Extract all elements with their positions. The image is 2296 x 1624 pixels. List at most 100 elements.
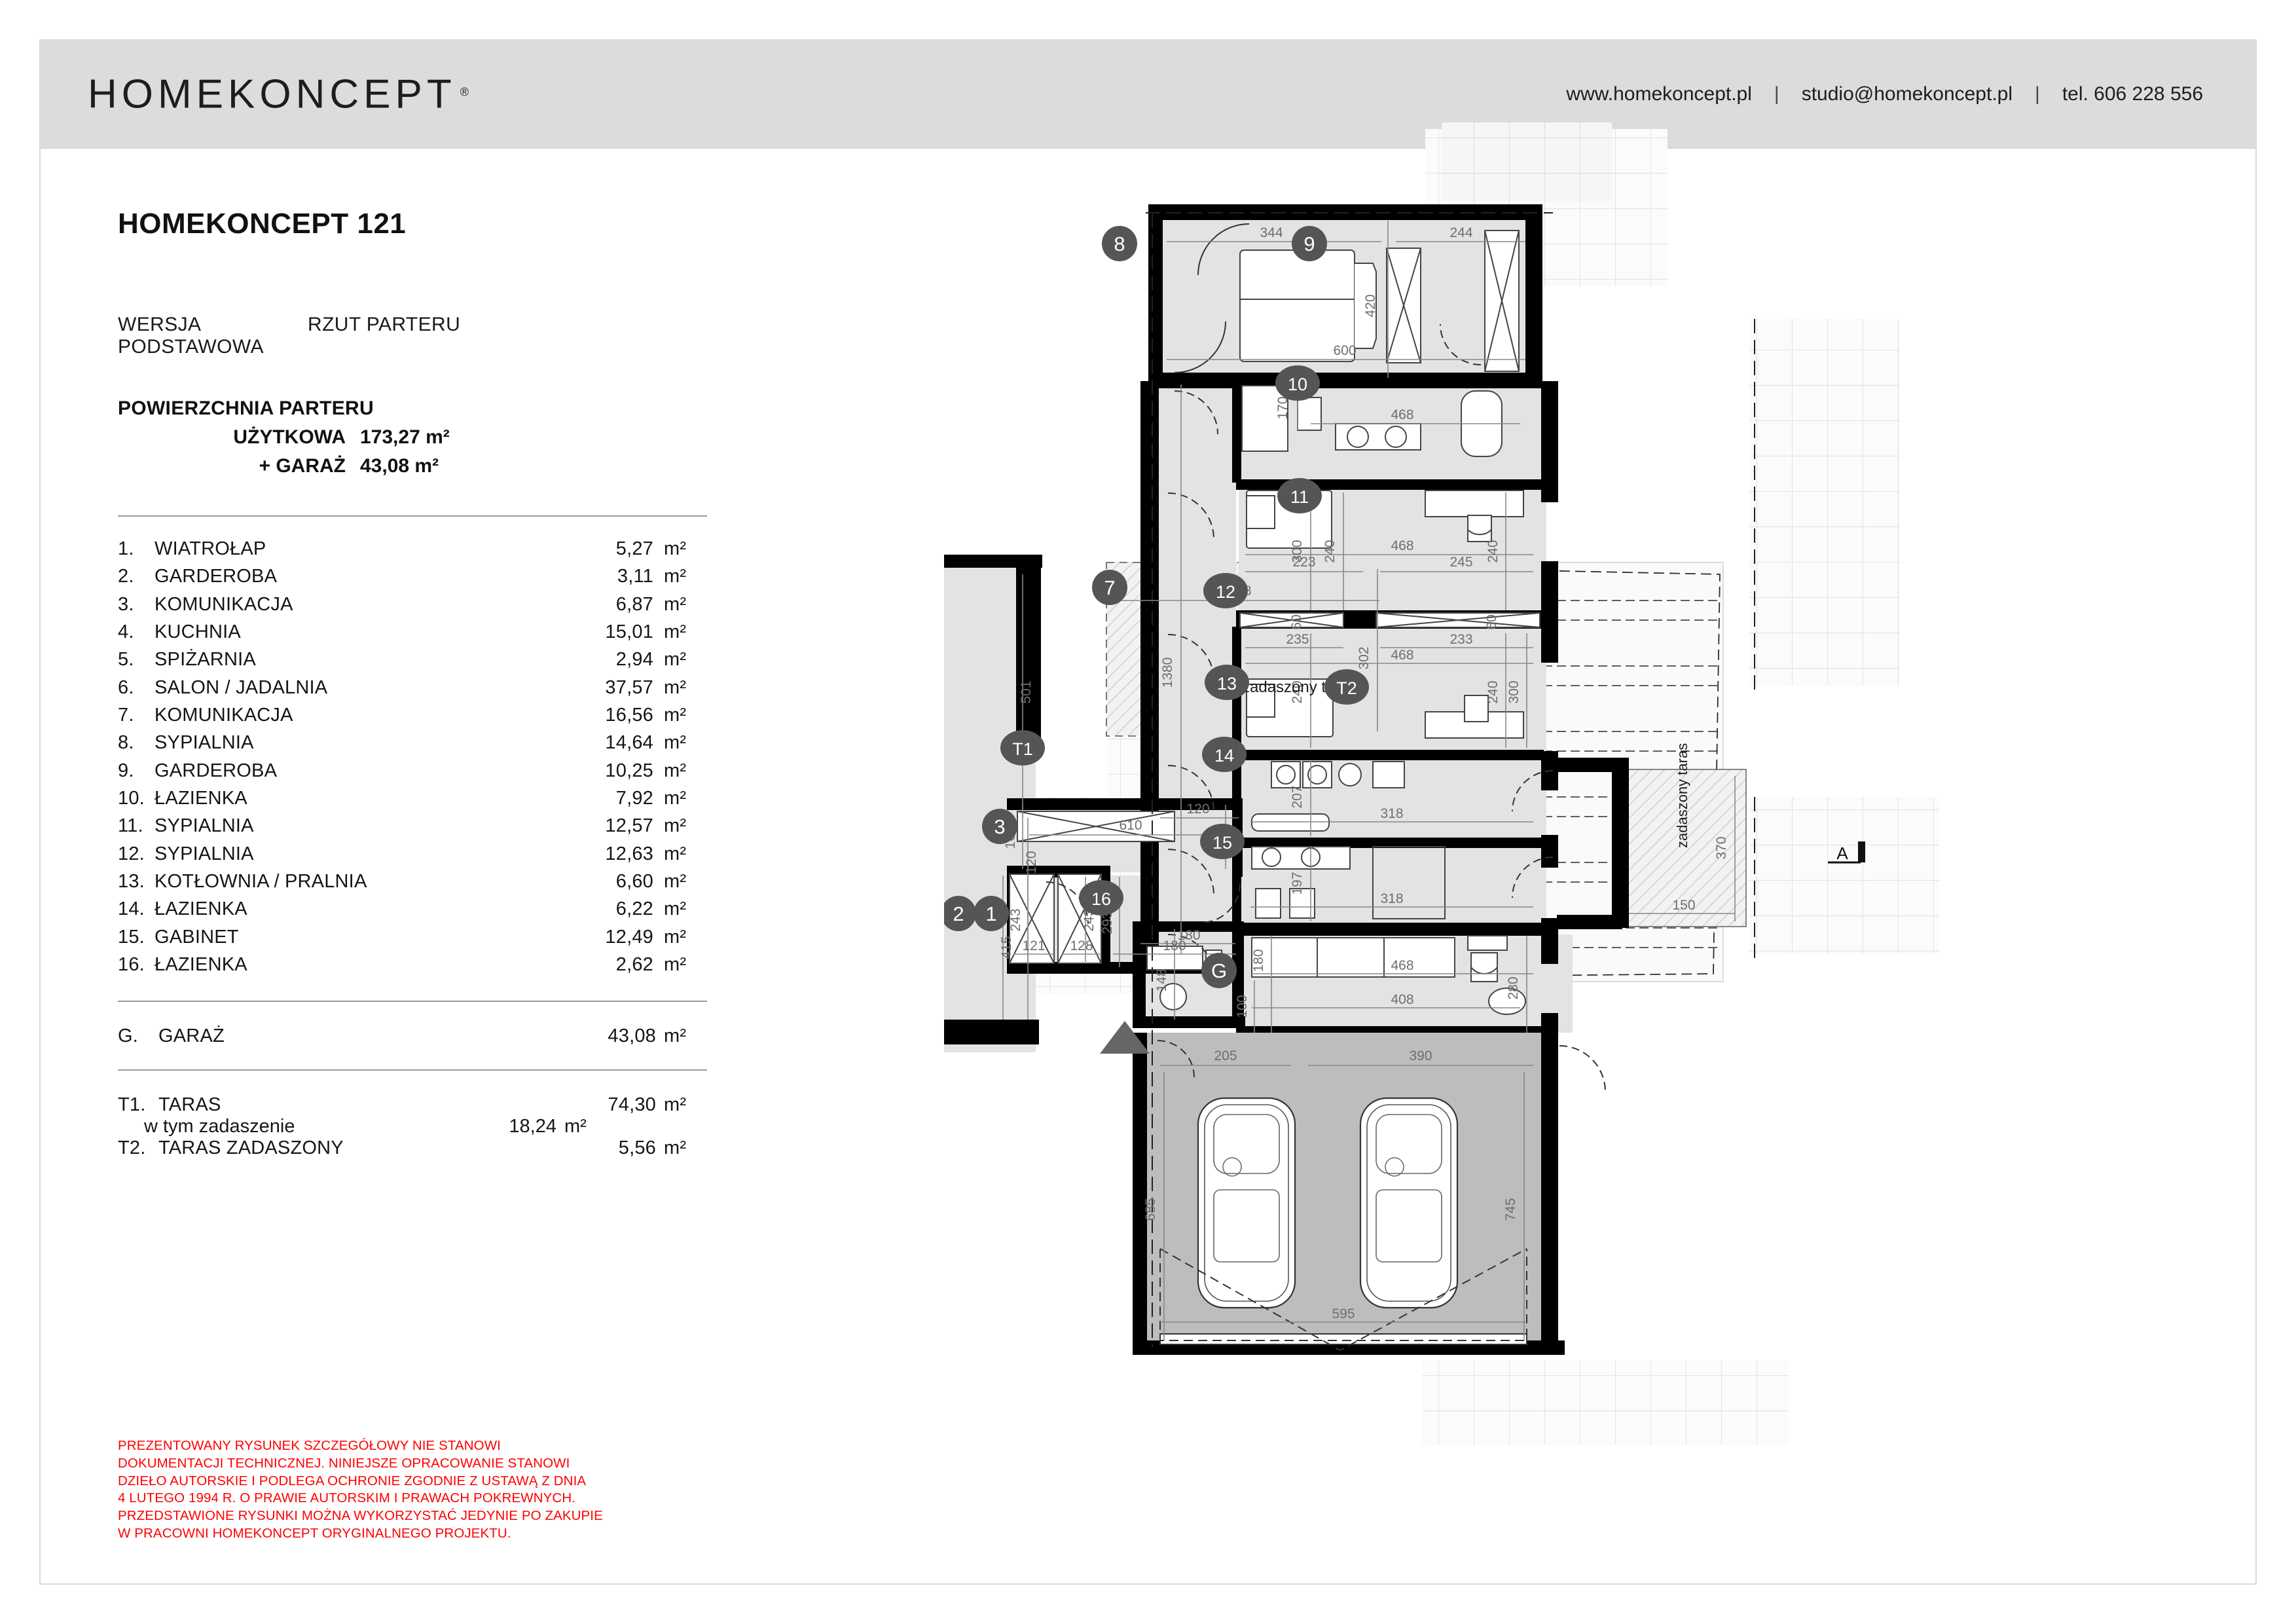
terrace-section: T1. TARAS 74,30 m² w tym zadaszenie 18,2… [118,1094,707,1159]
wardrobe-strip [1239,612,1540,628]
room-marker-label: 10 [1288,375,1307,394]
terrace-t1-sub-row: w tym zadaszenie 18,24 m² [118,1116,707,1137]
room-name: KOTŁOWNIA / PRALNIA [155,870,367,892]
disclaimer-line: PREZENTOWANY RYSUNEK SZCZEGÓŁOWY NIE STA… [118,1437,501,1453]
homekoncept-logo: HOMEKONCEPT® [88,71,469,118]
room-name: GARDEROBA [155,760,278,781]
dim-245: 245 [1449,555,1472,570]
room-name: KOMUNIKACJA [155,593,293,615]
room-unit: m² [664,649,687,671]
garage-row-number: G. [118,1025,139,1047]
dim-180-r16: 180 [1177,928,1200,943]
dim-745: 745 [1503,1198,1518,1221]
room-number: 5. [118,649,134,671]
room-name: SALON / JADALNIA [155,676,328,698]
email-link[interactable]: studio@homekoncept.pl [1801,83,2013,105]
room-area: 2,62 [615,953,653,975]
garage-row-area: 43,08 [608,1025,656,1047]
garage-area-row: + GARAŻ 43,08 m² [118,455,707,477]
t1-sub-unit: m² [564,1116,587,1137]
dimension-text: 344 244 600 420 468 170 468 223 245 300 … [999,225,1729,1321]
dim-370: 370 [1714,836,1729,859]
registered-trademark-icon: ® [460,85,469,99]
room-unit: m² [664,843,687,864]
room-marker-label: 12 [1216,582,1235,602]
website-link[interactable]: www.homekoncept.pl [1566,83,1752,105]
dim-293: 293 [1100,911,1115,934]
wardrobe-room9 [1386,230,1520,372]
room-area: 7,92 [615,787,653,809]
version-row: WERSJA PODSTAWOWA RZUT PARTERU [118,314,707,358]
room-unit: m² [664,676,687,698]
dim-240-c: 240 [1290,680,1305,703]
dim-180-r1: 180 [1163,938,1186,953]
t2-area: 5,56 [618,1137,656,1159]
section-marker-right: A [1828,841,1865,864]
garage-door [1159,1333,1527,1345]
garage-door-diagonals [1159,1248,1527,1352]
terrace-t1-row: T1. TARAS 74,30 m² [118,1094,707,1116]
disclaimer-line: 4 LUTEGO 1994 R. O PRAWIE AUTORSKIM I PR… [118,1490,576,1506]
room-number: 4. [118,621,134,642]
dim-302: 302 [1357,646,1372,669]
dim-223: 223 [1292,555,1315,570]
document-page: HOMEKONCEPT® www.homekoncept.pl | studio… [39,39,2257,1585]
t1-sub-name: w tym zadaszenie [144,1116,295,1137]
room-area: 37,57 [605,676,653,698]
usable-area-row: UŻYTKOWA 173,27 m² [118,426,707,449]
dim-600: 600 [1333,343,1356,358]
room-name: KUCHNIA [155,621,241,642]
t1-area: 74,30 [608,1094,656,1116]
paving-east-upper [1749,319,1900,686]
room-marker-label: 11 [1290,487,1309,507]
dim-420: 420 [1363,294,1378,317]
dim-415: 415 [999,936,1014,959]
header-contact-info: www.homekoncept.pl | studio@homekoncept.… [1566,83,2203,105]
room-area: 6,22 [615,898,653,920]
t1-number: T1. [118,1094,146,1116]
floor-plan-drawing: 344 244 600 420 468 170 468 223 245 300 … [944,103,2201,1543]
plan-geometry: 344 244 600 420 468 170 468 223 245 300 … [944,122,1939,1445]
room-number: 16. [118,953,145,975]
dim-243-b: 243 [1082,908,1097,931]
page-title: HOMEKONCEPT 121 [118,208,407,240]
page-header: HOMEKONCEPT® www.homekoncept.pl | studio… [41,41,2255,149]
room-unit: m² [664,870,687,892]
room-number: 8. [118,732,134,754]
dim-468-d: 468 [1391,958,1413,973]
divider-top [118,515,707,517]
room-unit: m² [664,538,687,559]
dim-280: 280 [1506,976,1521,999]
dim-235: 235 [1286,632,1309,647]
garage-door-swing [1159,1249,1527,1341]
room-marker-label: 14 [1214,746,1234,766]
usable-area-value: 173,27 m² [360,426,450,448]
dim-300-a: 300 [1290,540,1305,563]
room-name: SPIŻARNIA [155,649,256,671]
room-unit: m² [664,621,687,642]
t1-sub-area: 18,24 [509,1116,556,1137]
room-area: 14,64 [605,732,653,754]
t1-name: TARAS [158,1094,221,1116]
room-marker-label: 7 [1104,576,1115,599]
dim-120-corr: 120 [1186,802,1209,817]
room-unit: m² [664,815,687,837]
room-unit: m² [664,760,687,781]
room-name: WIATROŁAP [155,538,266,559]
bathroom10-fixtures [1241,385,1503,457]
dim-180-r15: 180 [1251,949,1266,972]
room-name: SYPIALNIA [155,732,254,754]
room14-fixtures [1251,846,1446,919]
t2-name: TARAS ZADASZONY [158,1137,344,1159]
room-name: ŁAZIENKA [155,787,247,809]
dim-244: 244 [1449,225,1472,240]
